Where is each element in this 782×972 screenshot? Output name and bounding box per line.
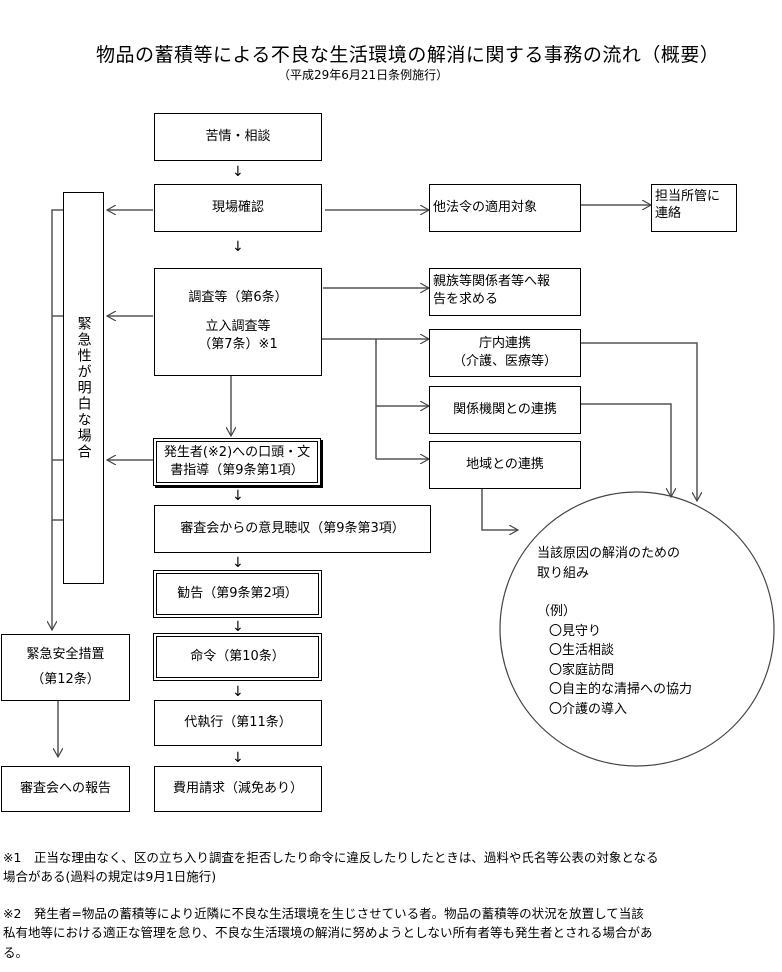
footnote-2-line-1: ※2 発生者=物品の蓄積等により近隣に不良な生活環境を生じさせている者。物品の蓄… <box>3 906 644 921</box>
footnote-2: ※2 発生者=物品の蓄積等により近隣に不良な生活環境を生じさせている者。物品の蓄… <box>3 904 743 962</box>
emergency-measure-box: 緊急安全措置 （第12条） <box>1 634 130 701</box>
footnote-2-line-3: る。 <box>3 944 29 960</box>
survey-line-1: 調査等（第6条） <box>188 289 288 305</box>
survey-line-3: （第7条）※1 <box>198 337 278 353</box>
arrow-community-to-circle <box>481 487 518 530</box>
agencies-box: 関係機関との連携 <box>429 386 581 434</box>
down-arrow-icon: ↓ <box>232 488 244 504</box>
contact-line-1: 担当所管に <box>655 189 721 204</box>
urgent-bar: 緊急性が明白な場合 <box>63 192 104 584</box>
council-report-label: 審査会への報告 <box>19 780 111 796</box>
agencies-label: 関係機関との連携 <box>453 401 557 417</box>
internal-box: 庁内連携 （介護、医療等） <box>429 329 581 377</box>
execution-label: 代執行（第11条） <box>184 714 292 730</box>
arrow-internal-to-circle <box>580 342 697 501</box>
other-laws-box: 他法令の適用対象 <box>429 184 581 232</box>
complaint-box: 苦情・相談 <box>154 113 322 161</box>
order-box: 命令（第10条） <box>153 633 322 681</box>
circle-example-label: （例） <box>537 604 577 619</box>
arrow-agencies-to-circle <box>581 403 671 497</box>
guidance-box: 発生者(※2)への口頭・文 書指導（第9条第1項） <box>153 438 321 486</box>
guidance-line-1: 発生者(※2)への口頭・文 <box>163 445 311 461</box>
complaint-label: 苦情・相談 <box>205 128 271 144</box>
footnote-1: ※1 正当な理由なく、区の立ち入り調査を拒否したり命令に違反したりしたときは、過… <box>3 848 743 887</box>
recommendation-label: 勧告（第9条第2項） <box>177 585 298 601</box>
down-arrow-icon: ↓ <box>232 750 244 766</box>
circle-heading-2: 取り組み <box>537 565 590 581</box>
cost-claim-label: 費用請求（減免あり） <box>172 780 303 796</box>
council-opinion-box: 審査会からの意見聴収（第9条第3項） <box>154 505 431 553</box>
down-arrow-icon: ↓ <box>232 239 244 255</box>
footnote-2-line-2: 私有地等における適正な管理を怠り、不良な生活環境の解消に努めようとしない所有者等… <box>3 925 653 941</box>
page-subtitle: （平成29年6月21日条例施行） <box>278 68 449 82</box>
council-opinion-label: 審査会からの意見聴収（第9条第3項） <box>180 520 405 536</box>
relatives-line-1: 親族等関係者等へ報 <box>433 274 551 289</box>
recommendation-box: 勧告（第9条第2項） <box>153 570 322 618</box>
emergency-measure-line-2: （第12条） <box>31 671 100 687</box>
circle-item: 〇生活相談 <box>549 643 615 658</box>
other-laws-label: 他法令の適用対象 <box>433 199 538 215</box>
circle-item: 〇家庭訪問 <box>549 662 615 678</box>
circle-heading-1: 当該原因の解消のための <box>537 546 681 561</box>
internal-line-2: （介護、医療等） <box>452 354 557 369</box>
down-arrow-icon: ↓ <box>232 684 244 700</box>
down-arrow-icon: ↓ <box>232 619 244 635</box>
execution-box: 代執行（第11条） <box>154 700 322 746</box>
relatives-line-2: 告を求める <box>433 291 499 307</box>
footnote-1-line-1: ※1 正当な理由なく、区の立ち入り調査を拒否したり命令に違反したりしたときは、過… <box>3 850 659 865</box>
site-check-box: 現場確認 <box>154 184 322 232</box>
community-label: 地域との連携 <box>466 456 544 472</box>
contact-box: 担当所管に 連絡 <box>651 184 737 232</box>
guidance-line-2: 書指導（第9条第1項） <box>170 463 304 478</box>
down-arrow-icon: ↓ <box>232 555 244 571</box>
council-report-box: 審査会への報告 <box>1 766 130 812</box>
contact-line-2: 連絡 <box>655 205 682 221</box>
circle-item: 〇自主的な清掃への協力 <box>549 682 693 697</box>
circle-item: 〇介護の導入 <box>549 701 628 717</box>
solution-circle-content: 当該原因の解消のための 取り組み （例） 〇見守り 〇生活相談 〇家庭訪問 〇自… <box>537 544 692 719</box>
survey-line-2: 立入調査等 <box>205 318 271 334</box>
relatives-box: 親族等関係者等へ報 告を求める <box>429 268 581 316</box>
internal-line-1: 庁内連携 <box>478 336 531 352</box>
cost-claim-box: 費用請求（減免あり） <box>154 766 322 812</box>
order-label: 命令（第10条） <box>190 648 285 664</box>
footnote-1-line-2: 場合がある(過料の規定は9月1日施行) <box>3 869 217 885</box>
circle-item: 〇見守り <box>549 623 602 639</box>
page-title: 物品の蓄積等による不良な生活環境の解消に関する事務の流れ（概要） <box>96 44 720 66</box>
survey-box: 調査等（第6条） 立入調査等 （第7条）※1 <box>154 268 322 376</box>
site-check-label: 現場確認 <box>211 199 264 215</box>
urgent-label: 緊急性が明白な場合 <box>75 316 92 460</box>
urgent-bracket <box>51 209 63 521</box>
community-box: 地域との連携 <box>429 441 581 489</box>
down-arrow-icon: ↓ <box>232 164 244 180</box>
emergency-measure-line-1: 緊急安全措置 <box>26 646 105 662</box>
